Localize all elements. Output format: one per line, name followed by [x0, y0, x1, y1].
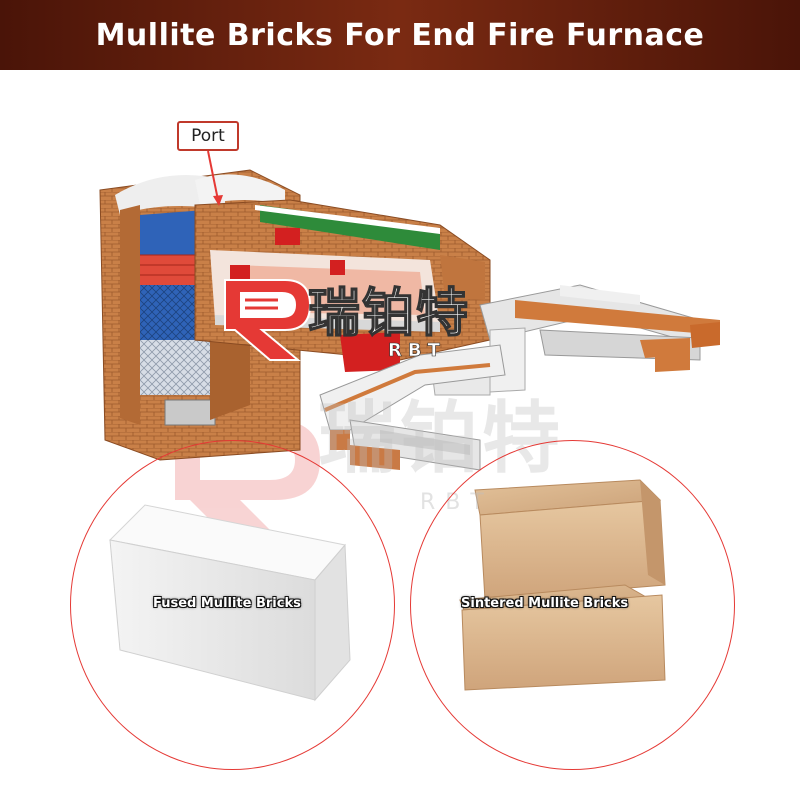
sintered-brick-label: Sintered Mullite Bricks — [461, 596, 629, 611]
brand-logo-text: 瑞铂特 — [307, 284, 471, 344]
brand-logo-subtext: RBT — [388, 340, 446, 362]
page-title: Mullite Bricks For End Fire Furnace — [95, 17, 705, 53]
fused-brick-circle — [70, 440, 395, 770]
fused-brick-label: Fused Mullite Bricks — [153, 596, 301, 611]
page-header: Mullite Bricks For End Fire Furnace — [0, 0, 800, 70]
port-pointer — [207, 150, 219, 201]
lower-flue — [319, 344, 506, 471]
brand-logo-icon — [224, 279, 312, 361]
sintered-brick-circle — [410, 440, 735, 770]
port-pointer-arrow-icon — [213, 195, 223, 206]
port-label: Port — [177, 121, 239, 151]
